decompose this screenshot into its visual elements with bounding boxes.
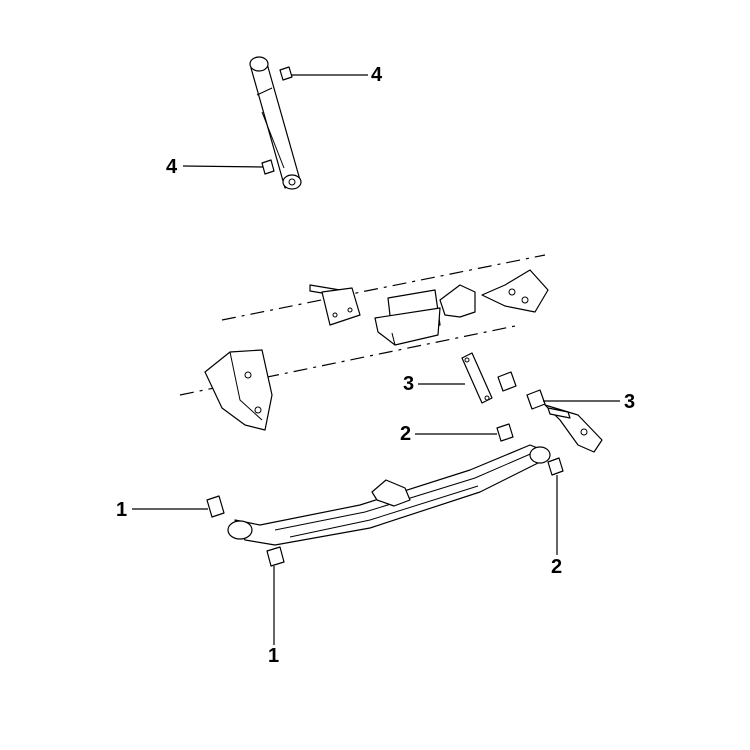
frame-bracket-bolt <box>309 284 361 326</box>
front-hanger-bracket <box>204 349 273 431</box>
callout-shock-bushing-lower: 4 <box>166 156 178 178</box>
shock-bushing-lower <box>261 159 275 175</box>
leader-lines <box>132 74 620 645</box>
callout-shackle-left: 3 <box>403 373 415 395</box>
shackle-right <box>544 404 603 453</box>
callout-shock-bushing-upper: 4 <box>371 64 383 86</box>
shackle-bushing-left <box>497 371 517 392</box>
spring-bushing-rear-upper <box>496 423 514 442</box>
spring-bushing-front-lower <box>266 546 285 567</box>
spring-bushing-front-left <box>206 495 225 518</box>
callout-spring-bushing-rear-upper: 2 <box>400 423 412 445</box>
shock-bushing-upper <box>279 66 293 81</box>
callout-shackle-right: 3 <box>624 391 636 413</box>
spring-center-pad <box>371 479 411 507</box>
shackle-left <box>461 352 493 404</box>
shackle-bushing-right <box>526 389 546 410</box>
shock-absorber <box>249 56 302 190</box>
rear-hanger-bracket <box>481 269 549 313</box>
axle-seat-bracket <box>374 289 441 346</box>
bumper-bracket <box>439 284 476 318</box>
frame-rail <box>179 254 546 396</box>
callout-spring-bushing-rear-lower: 2 <box>551 556 563 578</box>
callout-spring-bushing-front-lower: 1 <box>268 645 280 667</box>
spring-bushing-rear-lower <box>547 457 564 476</box>
callout-spring-bushing-front-left: 1 <box>116 499 128 521</box>
